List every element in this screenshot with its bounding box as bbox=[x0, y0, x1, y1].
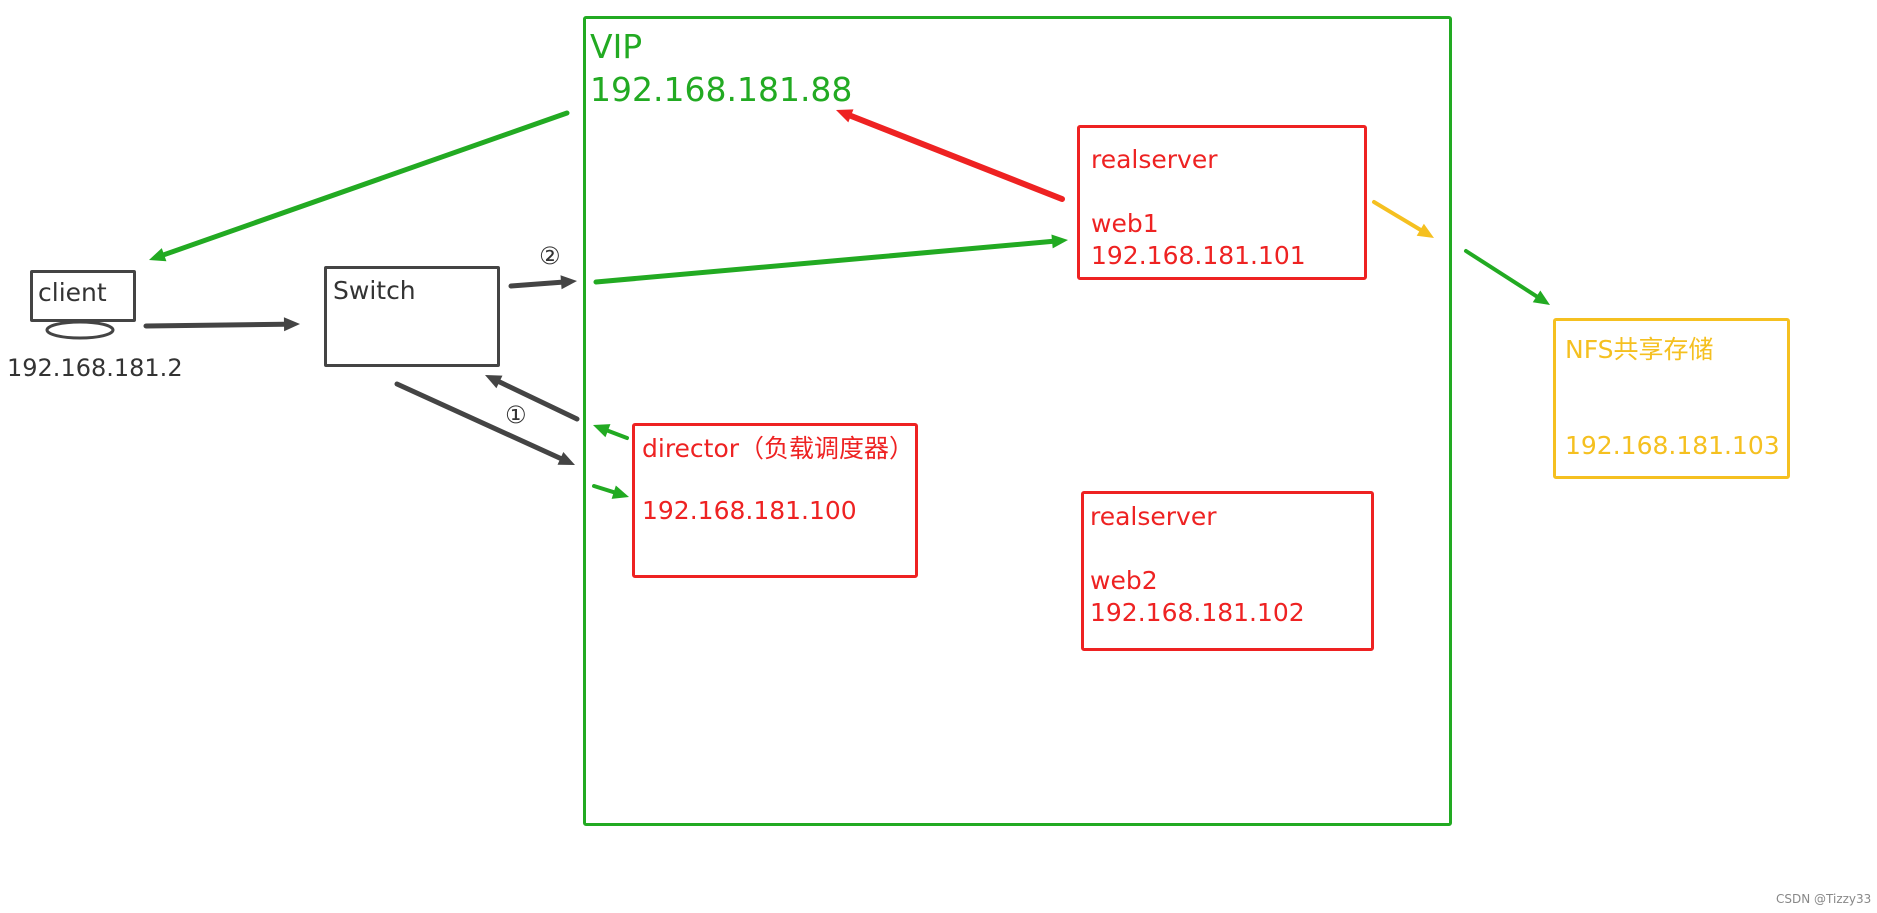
arrow-vip-to-client-head bbox=[149, 248, 167, 262]
arrow-to-nfs-shaft bbox=[1464, 249, 1539, 299]
web2-role: realserver bbox=[1090, 502, 1217, 531]
web2-box bbox=[1081, 491, 1374, 651]
arrow-client-to-switch bbox=[143, 317, 300, 332]
switch-label: Switch bbox=[333, 276, 416, 305]
arrow-switch-to-director-shaft bbox=[394, 381, 563, 461]
arrow-director-in-shaft bbox=[592, 484, 616, 495]
arrow-director-in bbox=[592, 484, 629, 499]
director-label: director（负载调度器） bbox=[642, 434, 915, 463]
web1-box bbox=[1077, 125, 1367, 280]
arrow-step1-director-to-switch bbox=[485, 375, 580, 422]
web2-name: web2 bbox=[1090, 566, 1158, 595]
arrow-step2-switch-to-vip-head bbox=[560, 275, 577, 290]
arrow-vip-to-web1-head bbox=[1051, 234, 1068, 249]
arrow-step2-switch-to-vip bbox=[508, 275, 577, 290]
nfs-label: NFS共享存储 bbox=[1565, 335, 1714, 364]
arrow-web1-to-vip-head bbox=[836, 109, 854, 123]
client-monitor-icon bbox=[30, 270, 136, 322]
arrow-director-out bbox=[593, 424, 629, 440]
arrow-director-out-head bbox=[593, 424, 611, 438]
arrow-switch-to-director bbox=[394, 381, 575, 465]
arrow-switch-to-director-head bbox=[557, 452, 575, 465]
client-label: client bbox=[38, 278, 107, 307]
arrow-client-to-switch-head bbox=[283, 317, 300, 332]
director-ip: 192.168.181.100 bbox=[642, 496, 857, 525]
arrow-vip-to-client bbox=[149, 110, 570, 262]
arrow-web1-to-vip-shaft bbox=[847, 112, 1065, 202]
arrow-client-to-switch-shaft bbox=[143, 321, 287, 329]
arrow-vip-to-client-shaft bbox=[161, 110, 570, 258]
client-monitor-base-icon bbox=[45, 320, 115, 340]
web1-ip: 192.168.181.101 bbox=[1091, 241, 1306, 270]
vip-ip: 192.168.181.88 bbox=[590, 70, 853, 109]
client-ip: 192.168.181.2 bbox=[7, 354, 183, 382]
arrow-step1-director-to-switch-shaft bbox=[496, 379, 580, 422]
web1-role: realserver bbox=[1091, 145, 1218, 174]
arrow-director-in-head bbox=[611, 485, 629, 499]
arrow-to-nfs bbox=[1464, 249, 1550, 305]
arrow-step1-director-to-switch-head bbox=[485, 375, 503, 389]
vip-network-box bbox=[583, 16, 1452, 826]
arrow-web1-to-nfs-shaft bbox=[1372, 200, 1423, 232]
arrow-director-out-shaft bbox=[605, 428, 629, 440]
arrow-vip-to-web1 bbox=[593, 234, 1068, 285]
step-one-marker: ① bbox=[505, 401, 527, 429]
director-box bbox=[632, 423, 918, 578]
switch-box bbox=[324, 266, 500, 367]
watermark: CSDN @Tizzy33 bbox=[1776, 892, 1872, 906]
arrow-web1-to-vip bbox=[836, 109, 1065, 202]
vip-label: VIP bbox=[590, 27, 643, 66]
step-two-marker: ② bbox=[539, 242, 561, 270]
web2-ip: 192.168.181.102 bbox=[1090, 598, 1305, 627]
arrow-step2-switch-to-vip-shaft bbox=[508, 279, 564, 289]
arrow-web1-to-nfs bbox=[1372, 200, 1434, 238]
nfs-storage-box bbox=[1553, 318, 1790, 479]
arrow-to-nfs-head bbox=[1532, 290, 1550, 305]
web1-name: web1 bbox=[1091, 209, 1159, 238]
arrow-vip-to-web1-shaft bbox=[593, 238, 1055, 285]
arrow-web1-to-nfs-head bbox=[1416, 223, 1434, 238]
nfs-ip: 192.168.181.103 bbox=[1565, 431, 1780, 460]
